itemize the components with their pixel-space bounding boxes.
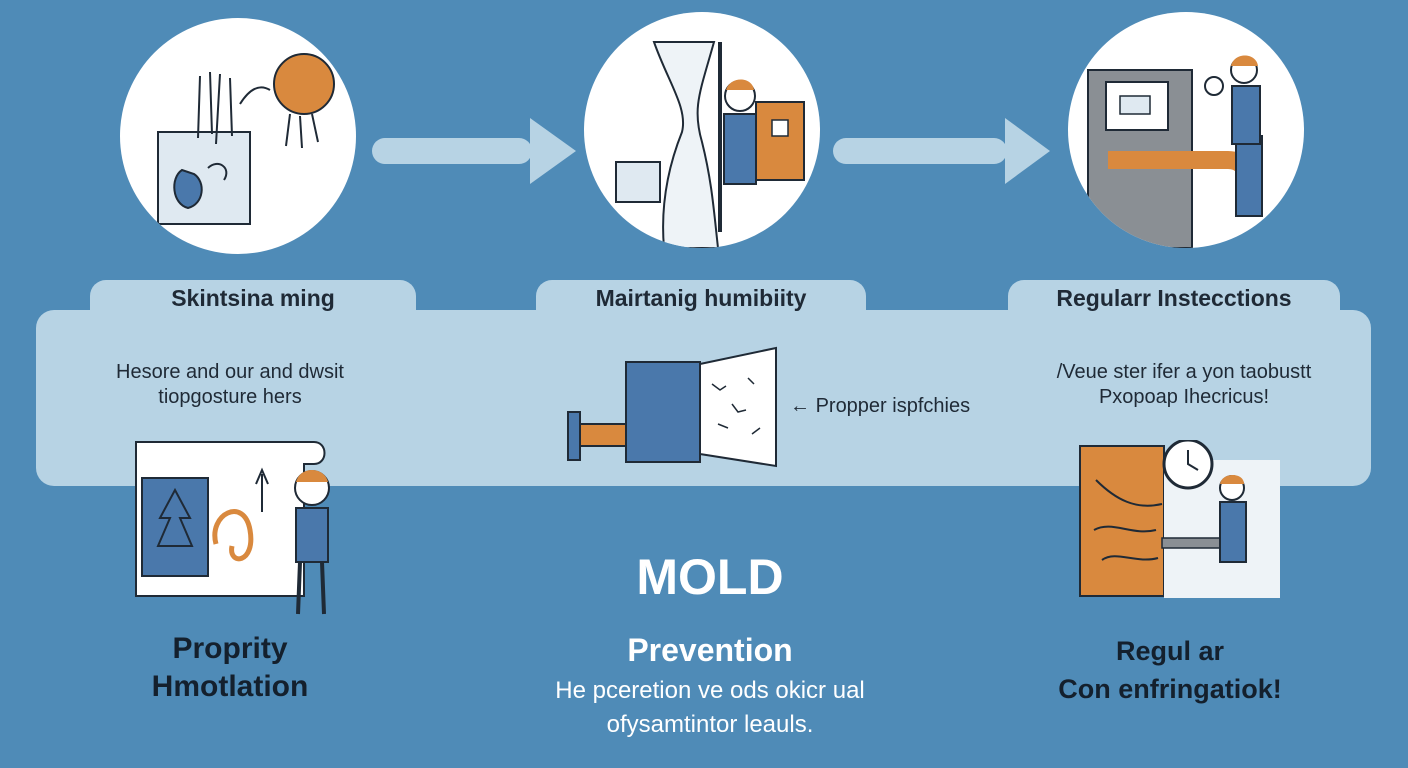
- step-3-title-line-2: Con enfringatiok!: [1058, 674, 1282, 704]
- step-3-label: Regularr Instecctions: [1056, 285, 1292, 311]
- prevention-subtitle: He pceretion ve ods okicr ual ofysamtint…: [480, 674, 940, 742]
- mold-title: MOLD: [636, 549, 784, 605]
- step-1-label: Skintsina ming: [171, 285, 335, 311]
- flow-arrow-1: [372, 118, 576, 184]
- step-3-text-line-1: /Veue ster ifer a yon taobustt: [1056, 361, 1312, 383]
- clock-inspection-icon: [1079, 440, 1280, 598]
- wall-humidity-icon: [615, 41, 805, 248]
- step-1-text-line-1: Hesore and our and dwsit: [116, 361, 344, 383]
- ventilation-scene: [132, 434, 354, 616]
- ventilation-chart-icon: [135, 441, 330, 615]
- tab-step-2: [536, 280, 866, 338]
- tab-step-1: [90, 280, 416, 338]
- dehumidifier-icon: [567, 346, 777, 468]
- step-1-title-line-1: Proprity: [172, 632, 288, 665]
- step-1-text: Hesore and our and dwsit tiopgosture her…: [70, 360, 390, 410]
- step-3-text-line-2: Pxopoap Ihecricus!: [1098, 386, 1270, 408]
- step-1-text-line-2: tiopgosture hers: [158, 386, 302, 408]
- inspection-door-circle: [1068, 12, 1304, 248]
- step-1-title: Proprity Hmotlation: [90, 630, 370, 706]
- mold-spore-icon: [157, 53, 335, 225]
- step-2-label: Mairtanig humibiity: [595, 285, 807, 311]
- step-3-title-line-1: Regul ar: [1115, 636, 1225, 666]
- step-3-text: /Veue ster ifer a yon taobustt Pxopoap I…: [1024, 360, 1344, 410]
- inspection-door-icon: [1087, 55, 1263, 248]
- mold-spore-circle: [120, 18, 356, 254]
- dehumidifier-scene: [562, 344, 786, 468]
- prevention-title: Prevention: [627, 632, 793, 668]
- prevention-subtitle-line-1: He pceretion ve ods okicr ual: [555, 677, 865, 704]
- callout-arrow-icon: ←: [790, 395, 816, 417]
- tab-step-3: [1008, 280, 1340, 338]
- prevention-subtitle-line-2: ofysamtintor leauls.: [606, 711, 814, 738]
- wall-humidity-circle: [584, 12, 820, 248]
- step-1-title-line-2: Hmotlation: [151, 670, 309, 703]
- step-2-callout: ← Propper ispfchies: [790, 394, 1000, 419]
- callout-text: Propper ispfchies: [815, 395, 971, 417]
- step-3-title: Regul ar Con enfringatiok!: [1010, 632, 1330, 708]
- clock-inspection-scene: [1076, 440, 1284, 598]
- flow-arrow-2: [833, 118, 1050, 184]
